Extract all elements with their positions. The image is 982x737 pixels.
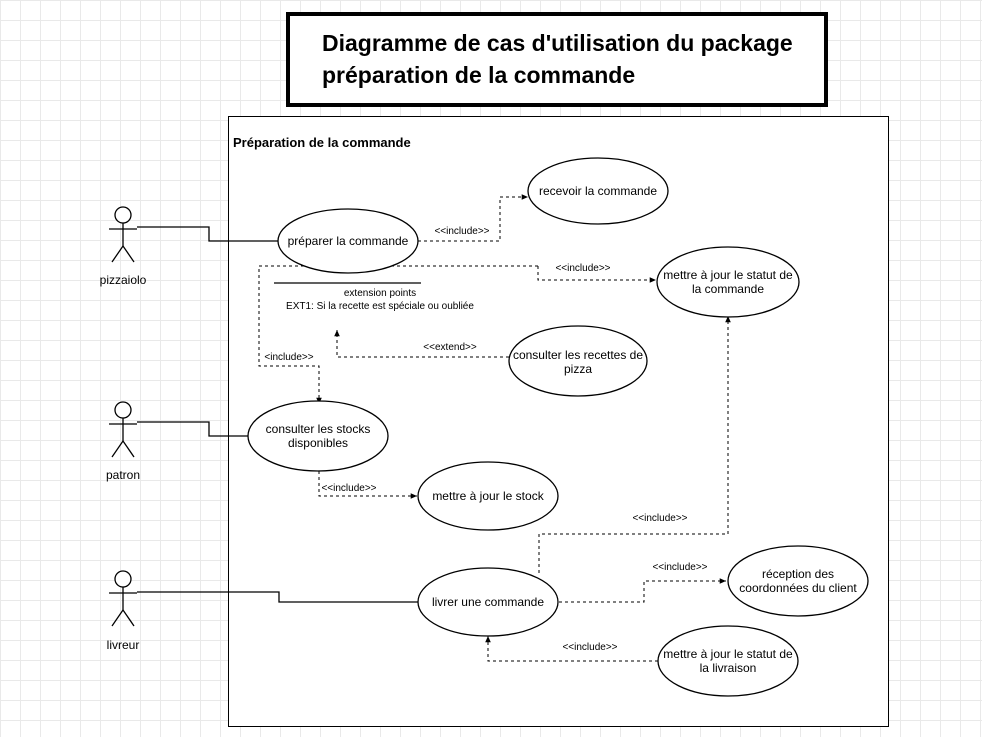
extension-points-compartment: extension points EXT1: Si la recette est…	[274, 282, 474, 312]
actor-pizzaiolo	[109, 206, 137, 263]
usecase-reception-line1: réception des	[762, 567, 834, 581]
extend-recettes-preparer-label: <<extend>>	[423, 342, 477, 353]
usecase-consulter-recettes-line2: pizza	[564, 362, 592, 376]
usecase-maj-statut-commande-line1: mettre à jour le statut de	[663, 268, 793, 282]
usecase-maj-statut-commande: mettre à jour le statut de la commande	[656, 246, 800, 318]
package-label: Préparation de la commande	[233, 135, 411, 150]
usecase-recevoir-label: recevoir la commande	[539, 184, 657, 198]
extension-point-ext1: EXT1: Si la recette est spéciale ou oubl…	[286, 301, 474, 312]
include-livrer-statut-label: <<include>>	[632, 513, 687, 524]
diagram-title-line-1: Diagramme de cas d'utilisation du packag…	[322, 30, 793, 56]
usecase-consulter-stocks-line2: disponibles	[288, 436, 348, 450]
usecase-maj-statut-livraison: mettre à jour le statut de la livraison	[657, 625, 799, 697]
usecase-maj-statut-livraison-line2: la livraison	[700, 661, 757, 675]
actor-livreur-label: livreur	[107, 638, 140, 652]
usecase-livrer-commande: livrer une commande	[417, 567, 559, 637]
association-pizzaiolo-preparer	[137, 226, 278, 242]
include-preparer-statut-label: <<include>>	[555, 263, 610, 274]
usecase-maj-stock-label: mettre à jour le stock	[432, 489, 544, 503]
usecase-maj-stock: mettre à jour le stock	[417, 461, 559, 531]
include-livrer-reception-line	[559, 578, 726, 603]
include-preparer-stocks-label: <include>>	[264, 352, 313, 363]
include-majlivraison-livrer-line	[485, 636, 658, 662]
usecase-recevoir-commande: recevoir la commande	[527, 157, 669, 225]
diagram-title-box: Diagramme de cas d'utilisation du packag…	[286, 12, 828, 107]
diagram-title-line-2: préparation de la commande	[322, 62, 636, 88]
include-livrer-reception-label: <<include>>	[652, 562, 707, 573]
usecase-reception-coordonnees: réception des coordonnées du client	[727, 545, 869, 617]
include-majlivraison-livrer-label: <<include>>	[562, 642, 617, 653]
usecase-consulter-stocks: consulter les stocks disponibles	[247, 400, 389, 472]
actor-patron-label: patron	[106, 468, 140, 482]
association-patron-stocks	[137, 421, 249, 437]
usecase-preparer-label: préparer la commande	[288, 234, 409, 248]
usecase-reception-line2: coordonnées du client	[739, 581, 857, 595]
include-preparer-recevoir-label: <<include>>	[434, 226, 489, 237]
usecase-preparer-commande: préparer la commande	[277, 208, 419, 274]
usecase-maj-statut-commande-line2: la commande	[692, 282, 764, 296]
actor-pizzaiolo-label: pizzaiolo	[100, 273, 147, 287]
actor-livreur	[109, 570, 137, 627]
usecase-livrer-label: livrer une commande	[432, 595, 544, 609]
include-livrer-statut-line	[538, 316, 731, 573]
include-preparer-stocks-line	[258, 265, 538, 404]
include-preparer-recevoir-line	[418, 194, 528, 242]
include-preparer-statut-line	[537, 266, 656, 283]
include-stocks-majstock-line	[318, 471, 417, 499]
extension-points-header: extension points	[344, 288, 416, 299]
include-stocks-majstock-label: <<include>>	[321, 483, 376, 494]
actor-patron	[109, 401, 137, 458]
association-livreur-livrer	[137, 591, 419, 603]
usecase-consulter-recettes-line1: consulter les recettes de	[513, 348, 643, 362]
usecase-maj-statut-livraison-line1: mettre à jour le statut de	[663, 647, 793, 661]
usecase-consulter-recettes: consulter les recettes de pizza	[508, 325, 648, 397]
usecase-consulter-stocks-line1: consulter les stocks	[266, 422, 371, 436]
